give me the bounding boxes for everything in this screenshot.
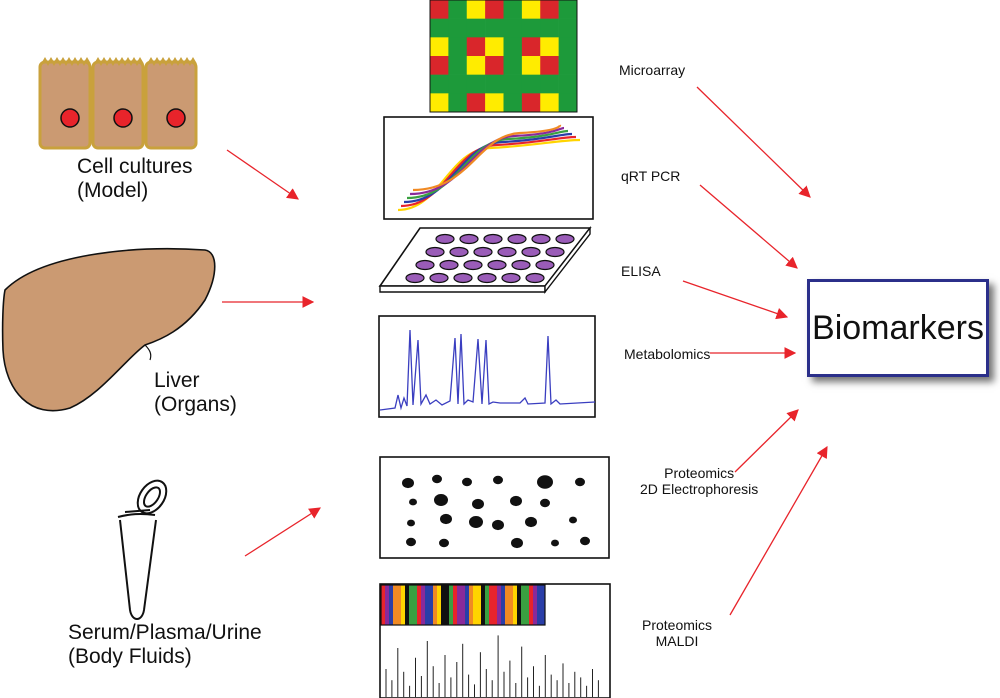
elisa-plate-illustration — [378, 225, 592, 295]
cell-1 — [38, 57, 92, 150]
qrt-pcr-label: qRT PCR — [621, 168, 681, 184]
cell-3 — [144, 57, 198, 150]
body-fluids-label: Serum/Plasma/Urine (Body Fluids) — [68, 621, 262, 669]
nucleus-1 — [60, 108, 80, 128]
microarray-illustration — [429, 0, 578, 113]
biomarkers-box: Biomarkers — [807, 279, 989, 377]
pcr-curve-6 — [412, 124, 562, 192]
liver-lobe-line — [144, 344, 152, 361]
nucleus-3 — [166, 108, 186, 128]
elisa-label: ELISA — [621, 263, 661, 279]
microarray-label: Microarray — [619, 62, 686, 78]
arrow-microarray — [696, 86, 811, 198]
metabolomics-illustration — [378, 315, 596, 418]
arrow-elisa — [682, 280, 789, 320]
nucleus-2 — [113, 108, 133, 128]
liver-label: Liver (Organs) — [154, 369, 237, 417]
cell-culture-illustration — [38, 57, 198, 150]
arrow-fluids-to-techniques — [244, 507, 321, 557]
biomarkers-label: Biomarkers — [812, 308, 984, 347]
cell-2 — [91, 57, 145, 150]
arrow-2d-electrophoresis — [734, 409, 799, 473]
arrow-maldi — [729, 445, 828, 616]
qrt-pcr-illustration — [383, 116, 594, 220]
proteomics-maldi-label: Proteomics MALDI — [642, 617, 713, 650]
arrow-qrtpcr — [699, 184, 798, 269]
maldi-illustration — [379, 583, 611, 698]
sample-tube-illustration — [117, 479, 168, 620]
arrows — [222, 86, 828, 616]
gel-electrophoresis-illustration — [379, 456, 610, 559]
proteomics-2d-label: Proteomics 2D Electrophoresis — [640, 465, 759, 498]
liver-illustration — [1, 248, 216, 412]
metabolomics-label: Metabolomics — [624, 346, 711, 362]
arrow-cells-to-techniques — [226, 149, 299, 200]
cell-cultures-label: Cell cultures (Model) — [77, 155, 193, 203]
